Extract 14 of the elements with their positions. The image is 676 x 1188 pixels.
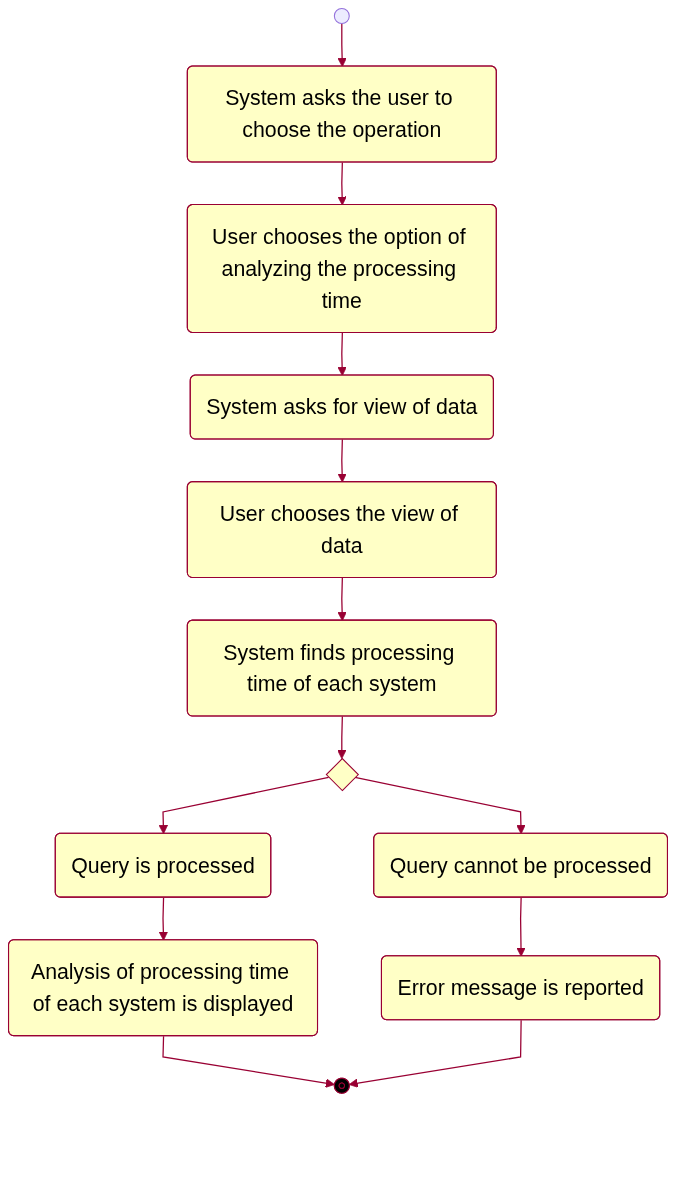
arrow bbox=[354, 776, 526, 835]
arrow bbox=[162, 1035, 335, 1088]
arrow bbox=[158, 897, 169, 941]
arrow bbox=[337, 438, 347, 483]
arrow bbox=[337, 161, 347, 206]
arrow bbox=[337, 332, 347, 376]
arrow bbox=[337, 715, 347, 760]
arrow bbox=[337, 577, 347, 622]
arrow bbox=[337, 22, 347, 67]
node-circle bbox=[333, 8, 350, 24]
arrow bbox=[348, 1019, 522, 1088]
node-diamond bbox=[325, 757, 360, 792]
arrow bbox=[516, 897, 526, 957]
arrow bbox=[158, 776, 330, 835]
